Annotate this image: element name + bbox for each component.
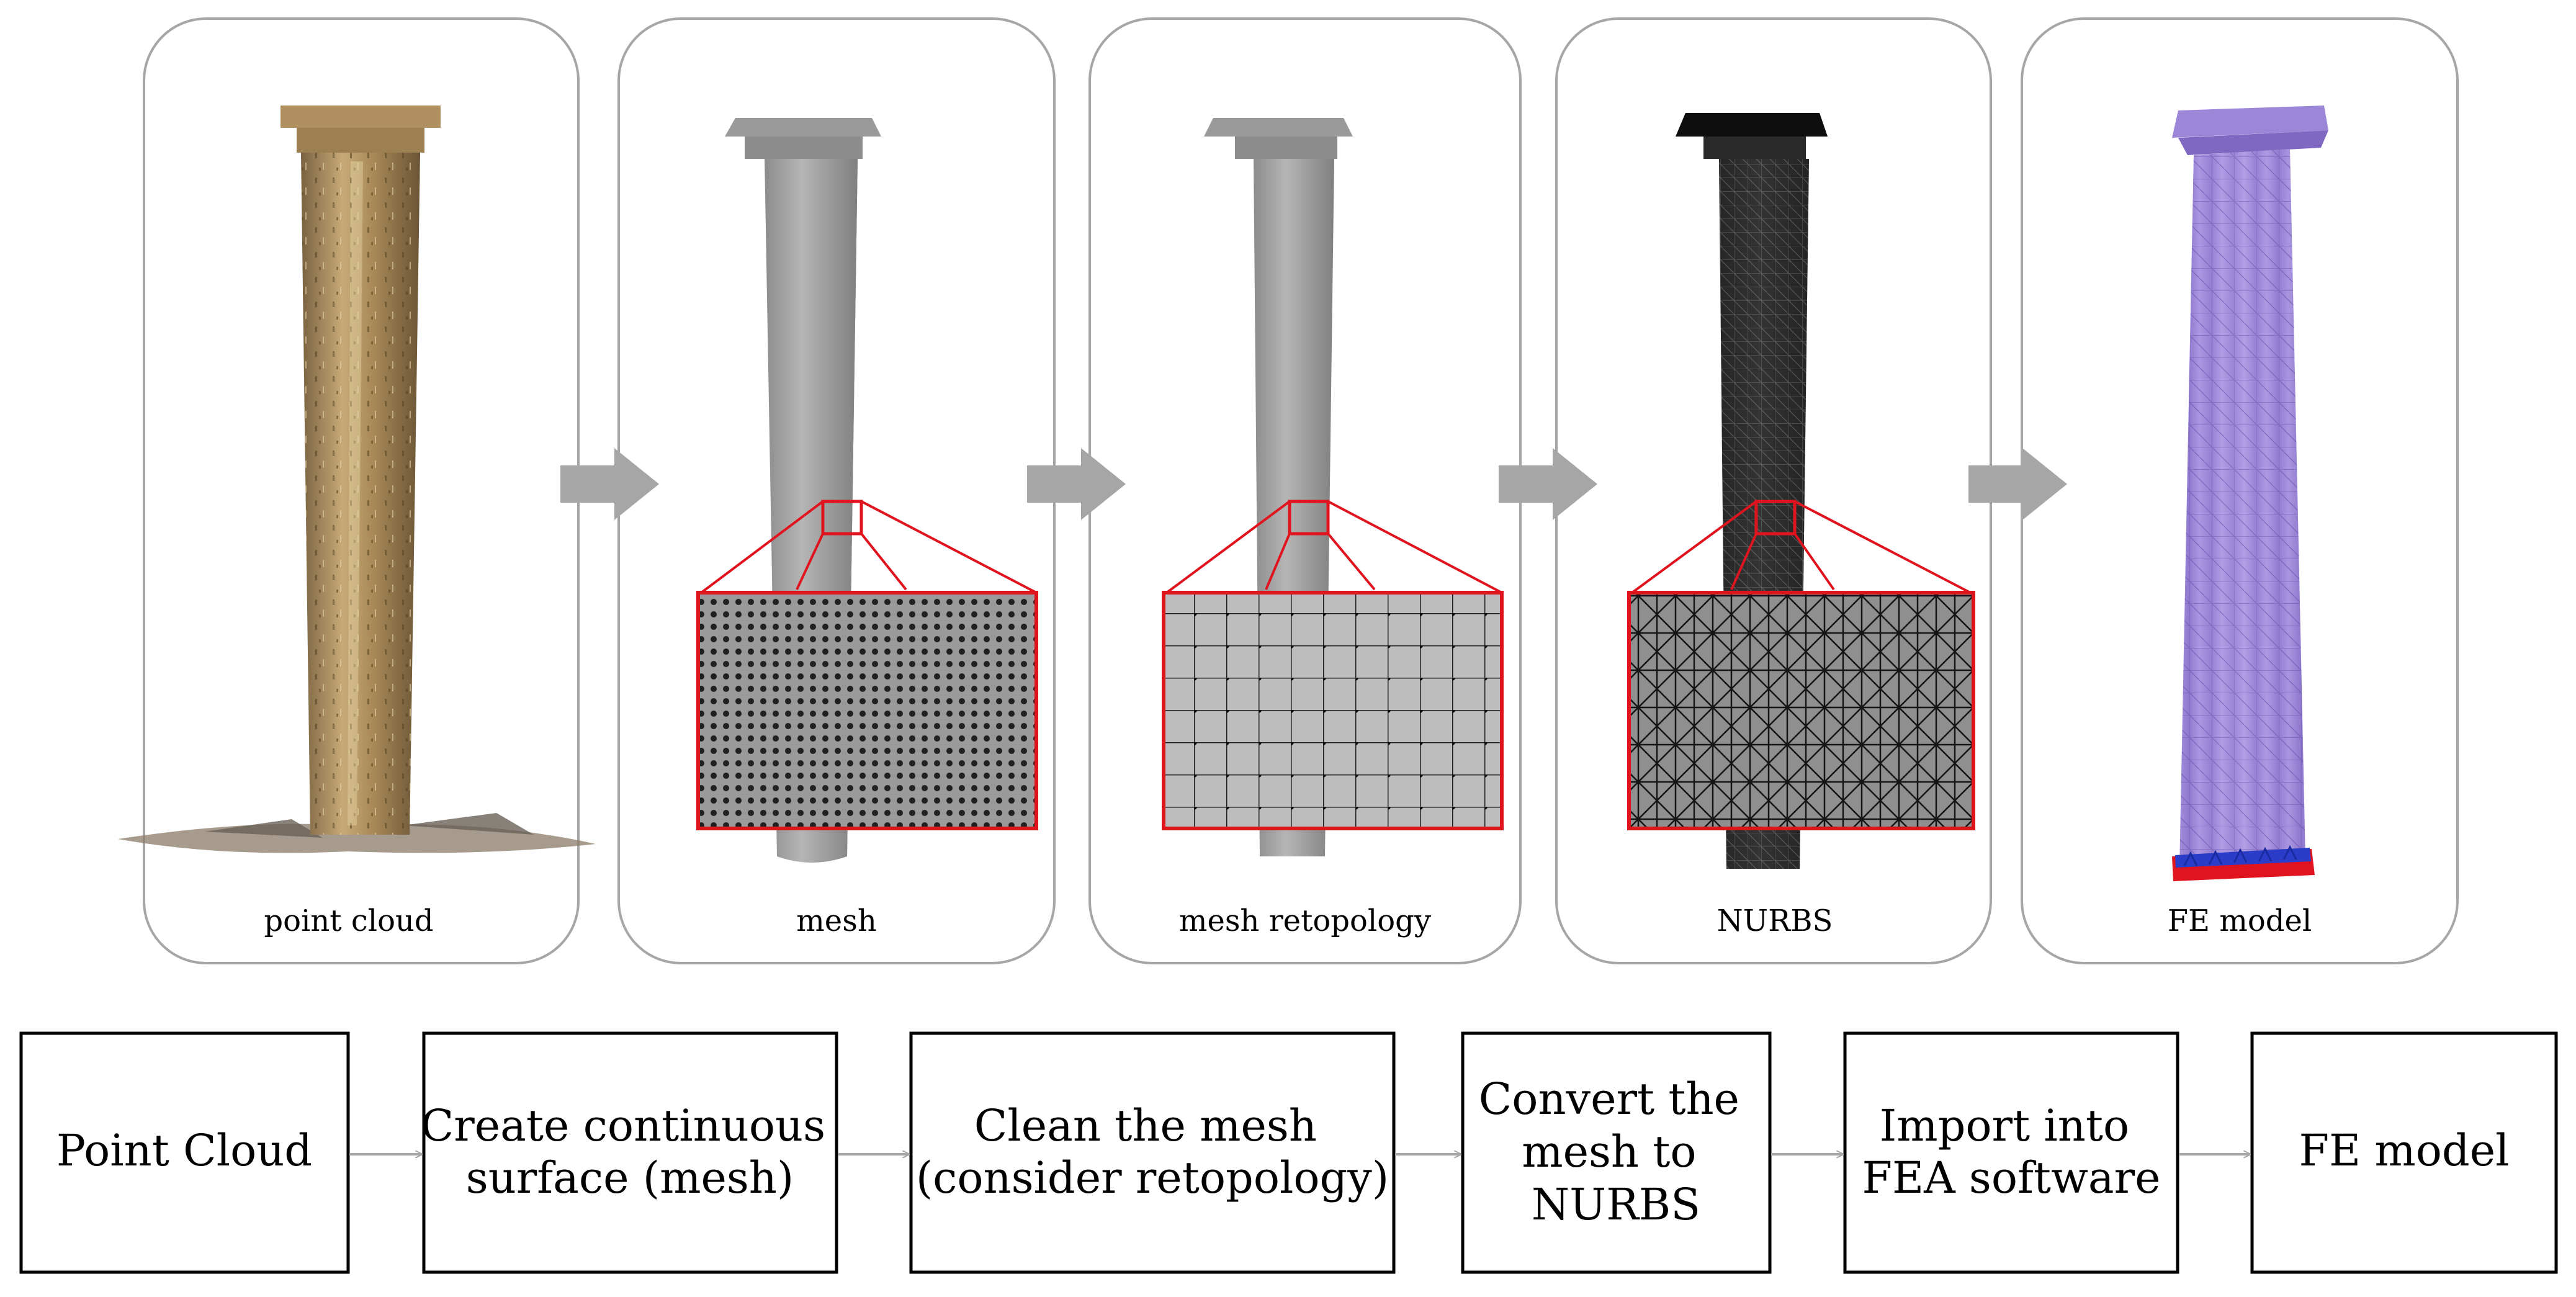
panel-nurbs: NURBS [1555,17,1992,964]
block-arrow [1499,448,1597,520]
step-box-clean-mesh: Clean the mesh (consider retopology) [909,1031,1396,1274]
panel-label-fe-model: FE model [2168,904,2312,938]
panel-label-mesh: mesh [796,904,876,938]
step-box-convert-nurbs: Convert the mesh to NURBS [1461,1031,1772,1274]
panel-fe-model: FE model [2021,17,2459,964]
retopology-zoom-inset [1162,591,1504,830]
nurbs-column-image [1627,113,1975,869]
step-label: Clean the mesh (consider retopology) [916,1100,1389,1203]
panel-mesh-retopology: mesh retopology [1088,17,1522,964]
panel-label-mesh-retopology: mesh retopology [1179,904,1431,938]
mesh-zoom-inset [696,591,1038,830]
step-label: Convert the mesh to NURBS [1479,1074,1754,1230]
panel-mesh: mesh [617,17,1056,964]
panel-point-cloud: point cloud [118,17,596,964]
step-label: Point Cloud [56,1125,312,1176]
block-arrow [560,448,659,520]
step-box-import-fea: Import into FEA software [1843,1031,2179,1274]
step-label: FE model [2299,1125,2509,1176]
point-cloud-column-image [118,105,596,853]
mesh-retopology-column-image [1162,118,1504,856]
panel-label-nurbs: NURBS [1717,904,1833,938]
block-arrow [1027,448,1126,520]
panel-label-point-cloud: point cloud [264,904,433,938]
mesh-column-image [696,118,1038,863]
fe-boundary-supports [2172,845,2315,881]
step-label: Create continuous surface (mesh) [421,1100,840,1203]
step-box-point-cloud: Point Cloud [19,1031,350,1274]
block-arrow [1968,448,2067,520]
nurbs-zoom-inset [1627,591,1975,830]
fe-model-column-image [2172,105,2328,881]
step-label: Import into FEA software [1862,1100,2160,1203]
step-box-fe-model: FE model [2250,1031,2558,1274]
step-box-create-mesh: Create continuous surface (mesh) [421,1031,840,1274]
